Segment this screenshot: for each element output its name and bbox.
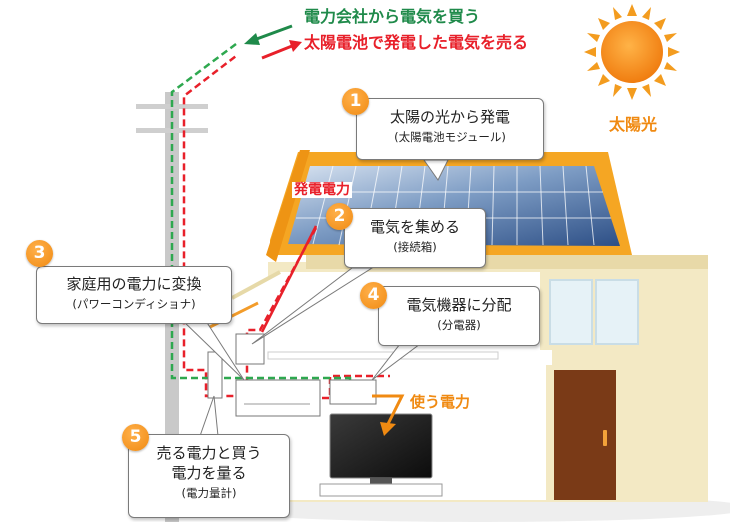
callout-solar-module: 太陽の光から発電 (太陽電池モジュール)	[356, 98, 544, 160]
power-meter	[207, 351, 223, 399]
callout-title: 電気を集める	[369, 218, 460, 236]
callout-title-line2: 電力を量る	[171, 464, 247, 482]
window-pane-left	[549, 279, 593, 345]
callout-title: 太陽の光から発電	[389, 108, 510, 126]
callout-power-meter: 売る電力と買う 電力を量る (電力量計)	[128, 434, 290, 518]
buy-electricity-text: 電力会社から電気を買う	[304, 7, 481, 26]
callout-title: 売る電力と買う	[156, 444, 262, 462]
callout-title: 家庭用の電力に変換	[66, 275, 202, 293]
sun-icon	[584, 4, 680, 100]
power-conditioner	[235, 379, 321, 417]
callout-detail: (接続箱)	[393, 240, 437, 254]
step-badge-2: 2	[326, 203, 353, 230]
buy-arrow	[244, 33, 260, 45]
used-power-label: 使う電力	[410, 393, 471, 411]
step-badge-3: 3	[26, 240, 53, 267]
door-handle	[603, 430, 607, 446]
callout-junction-box: 電気を集める (接続箱)	[344, 208, 486, 268]
callout-detail: (分電器)	[437, 318, 481, 332]
sell-arrow	[289, 40, 302, 52]
step-badge-1: 1	[342, 88, 369, 115]
callout2-pointer	[251, 267, 374, 345]
buy-power-line	[170, 43, 352, 390]
sunlight-label: 太陽光	[609, 115, 658, 134]
generated-power-label: 発電電力	[292, 182, 352, 199]
callout-title: 電気機器に分配	[406, 296, 512, 314]
callout-detail: (太陽電池モジュール)	[394, 130, 506, 144]
callout-power-conditioner: 家庭用の電力に変換 (パワーコンディショナ)	[36, 266, 232, 324]
callout1-pointer	[423, 159, 449, 181]
callout-detail: (パワーコンディショナ)	[72, 297, 196, 311]
sell-power-line	[182, 55, 318, 398]
pole-crossarm-lower	[136, 128, 208, 133]
interior-shelf	[267, 351, 499, 360]
callout-detail: (電力量計)	[181, 486, 237, 500]
sell-electricity-text: 太陽電池で発電した電気を売る	[304, 33, 529, 52]
callout-distribution-board: 電気機器に分配 (分電器)	[378, 286, 540, 346]
step-badge-5: 5	[122, 424, 149, 451]
generated-power-line	[260, 225, 318, 333]
tv-stand	[319, 483, 443, 497]
window-pane-right	[595, 279, 639, 345]
callout5-pointer	[199, 395, 219, 437]
step-badge-4: 4	[360, 282, 387, 309]
distribution-board	[329, 379, 377, 405]
used-power-arrow	[380, 422, 396, 436]
